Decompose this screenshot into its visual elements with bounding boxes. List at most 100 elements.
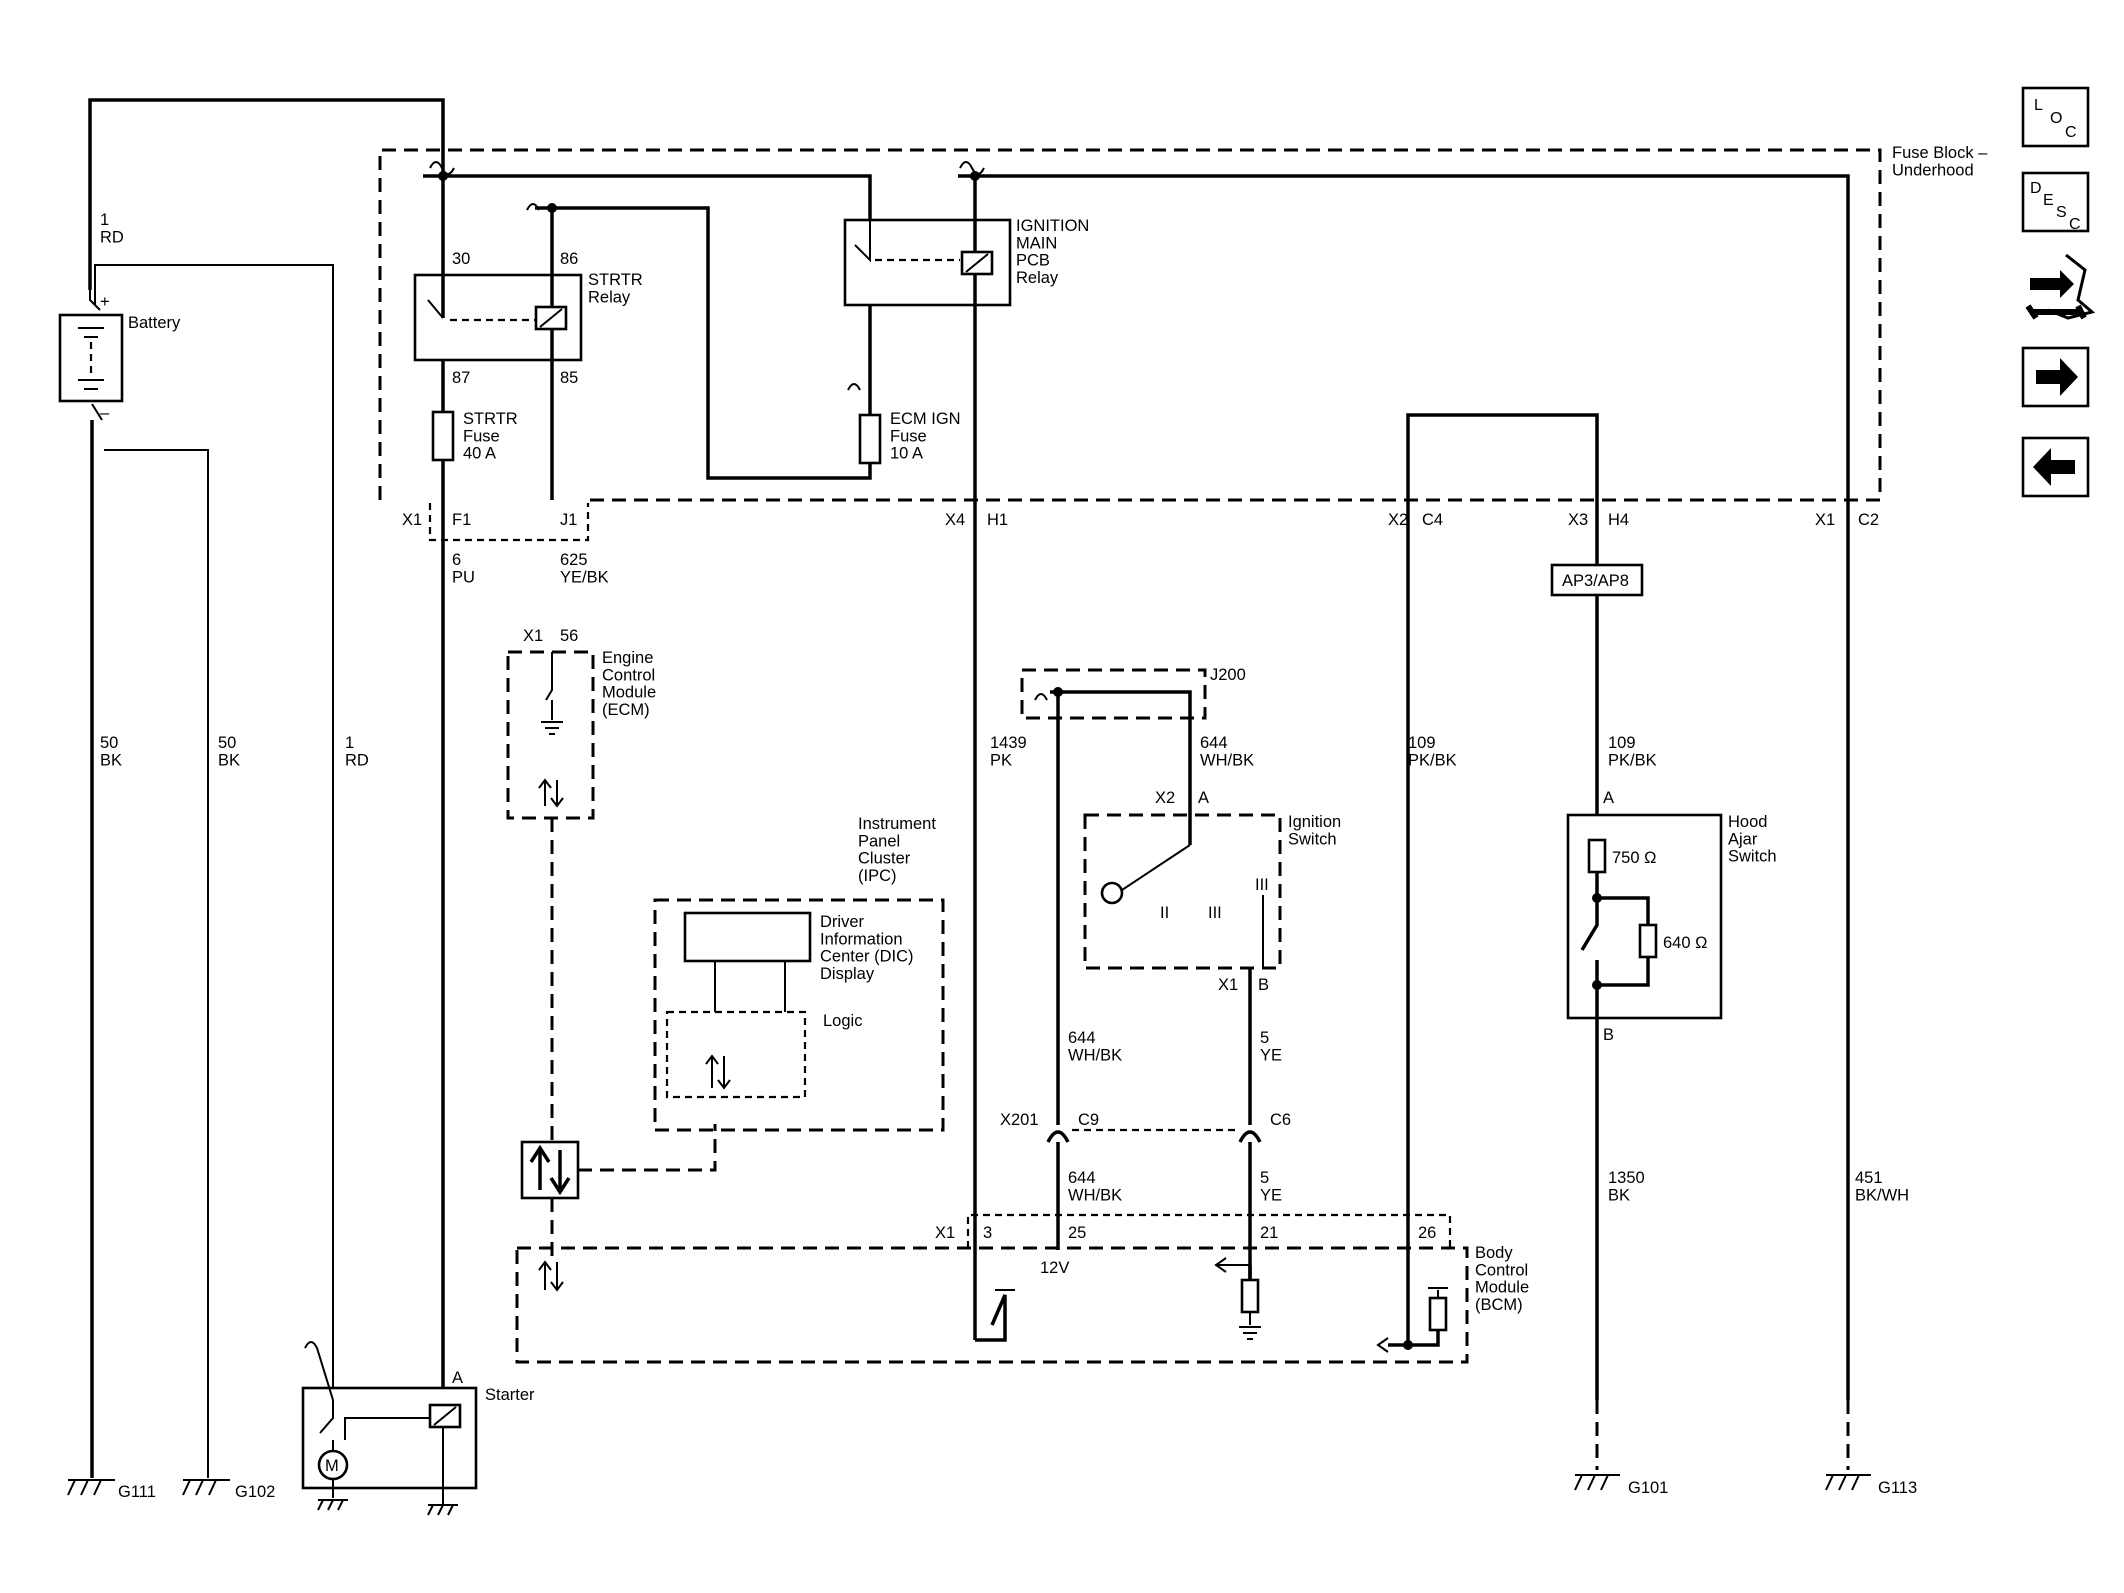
diagnostic-tools-button[interactable]: [2025, 253, 2096, 320]
hand-icon: [2047, 253, 2096, 320]
starter: M A Starter: [301, 1341, 535, 1505]
loc-letter-l: L: [2034, 97, 2043, 114]
ign-pos-3: III: [1208, 904, 1222, 922]
bcm-x1: X1: [935, 1224, 955, 1242]
x201-connector: X201 C9 C6: [1000, 1111, 1291, 1285]
ign-pos-2: II: [1160, 904, 1169, 922]
ground-g113: G113: [1825, 1474, 1917, 1497]
resistor-640: 640 Ω: [1663, 934, 1707, 952]
conn-c9: C9: [1078, 1111, 1099, 1129]
conn-x1-c2: X1: [1815, 511, 1835, 529]
logic-label: Logic: [823, 1012, 862, 1030]
ign-pos-3b: III: [1255, 876, 1269, 894]
ap3-ap8-connector: AP3/AP8: [1550, 563, 1644, 597]
g111-label: G111: [118, 1483, 156, 1501]
starter-pin-a: A: [452, 1369, 463, 1387]
j200-label: J200: [1210, 666, 1246, 684]
ign-x1: X1: [1218, 976, 1238, 994]
g102-label: G102: [235, 1483, 275, 1501]
conn-x3: X3: [1568, 511, 1588, 529]
ground-g111: G111: [67, 1479, 156, 1501]
relay-pin-86: 86: [560, 250, 578, 268]
previous-button[interactable]: [2021, 436, 2090, 498]
battery-plus: +: [100, 293, 110, 311]
g113-label: G113: [1878, 1479, 1917, 1497]
ign-x2: X2: [1155, 789, 1175, 807]
ign-pin-b: B: [1258, 976, 1269, 994]
description-button[interactable]: D E S C: [2021, 171, 2090, 233]
ap-label: AP3/AP8: [1562, 572, 1629, 590]
bcm-12v: 12V: [1040, 1259, 1069, 1277]
desc-letter-c: C: [2069, 216, 2081, 233]
j200-splice: J200: [1020, 666, 1246, 1125]
bcm-pin-26: 26: [1418, 1224, 1436, 1242]
starter-label: Starter: [485, 1386, 535, 1404]
conn-c6: C6: [1270, 1111, 1291, 1129]
ecm-x1: X1: [523, 627, 543, 645]
battery-minus: –: [100, 404, 110, 422]
battery: + – Battery: [58, 290, 181, 422]
next-button[interactable]: [2021, 346, 2090, 408]
desc-letter-d: D: [2030, 180, 2042, 197]
hood-pin-a: A: [1603, 789, 1614, 807]
conn-j1: J1: [560, 511, 577, 529]
conn-c2: C2: [1858, 511, 1879, 529]
conn-x1-f1: X1: [402, 511, 422, 529]
desc-letter-s: S: [2056, 204, 2067, 221]
connector-arrow-icon: [2030, 270, 2074, 298]
conn-f1: F1: [452, 511, 471, 529]
bcm-pin-3: 3: [983, 1224, 992, 1242]
ground-g101: G101: [1574, 1474, 1668, 1497]
ign-pin-a: A: [1198, 789, 1209, 807]
relay-pin-30: 30: [452, 250, 470, 268]
conn-x201: X201: [1000, 1111, 1039, 1129]
location-button[interactable]: L O C: [2021, 86, 2090, 148]
relay-pin-87: 87: [452, 369, 470, 387]
conn-c4: C4: [1422, 511, 1443, 529]
ecm-pin-56: 56: [560, 627, 578, 645]
loc-letter-c: C: [2065, 124, 2077, 141]
resistor-750: 750 Ω: [1612, 849, 1656, 867]
conn-x4: X4: [945, 511, 965, 529]
conn-h4: H4: [1608, 511, 1629, 529]
conn-h1: H1: [987, 511, 1008, 529]
hood-pin-b: B: [1603, 1026, 1614, 1044]
arrow-right-icon: [2036, 358, 2078, 396]
conn-x2: X2: [1388, 511, 1408, 529]
fuse-block-underhood: Fuse Block –Underhood: [378, 144, 1988, 542]
bcm-pin-21: 21: [1260, 1224, 1278, 1242]
